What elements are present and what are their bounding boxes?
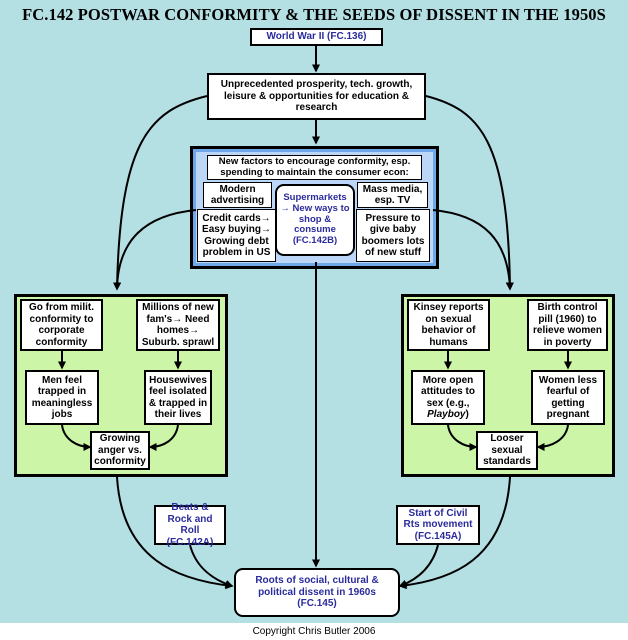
modern-advertising-node: Modern advertising: [203, 182, 272, 208]
roots-dissent-node[interactable]: Roots of social, cultural & political di…: [234, 568, 400, 617]
housewives-node: Housewives feel isolated & trapped in th…: [144, 370, 212, 425]
pressure-node: Pressure to give baby boomers lots of ne…: [356, 209, 430, 262]
arrow-factors-to-right-panel: [432, 209, 514, 291]
arrow-housewives-to-anger: [148, 424, 179, 451]
mass-media-node: Mass media, esp. TV: [357, 182, 428, 208]
arrow-left-panel-to-roots: [116, 476, 234, 590]
kinsey-node: Kinsey reports on sexual behavior of hum…: [407, 299, 490, 351]
looser-standards-node: Looser sexual standards: [476, 431, 538, 470]
open-attitudes-node: More open attitudes to sex (e.g., Playbo…: [411, 370, 485, 425]
connector-arrows: [58, 46, 572, 590]
open-attitudes-text: More open attitudes to sex (e.g.,: [421, 374, 475, 409]
arrow-beats-to-roots: [189, 544, 234, 588]
copyright-notice: Copyright Chris Butler 2006: [252, 626, 376, 637]
birth-control-node: Birth control pill (1960) to relieve wom…: [527, 299, 608, 351]
men-trapped-node: Men feel trapped in meaningless jobs: [25, 370, 99, 425]
ww2-node[interactable]: World War II (FC.136): [250, 28, 383, 46]
arrow-factors-to-left-panel: [113, 209, 197, 291]
military-conformity-node: Go from milit. conformity to corporate c…: [20, 299, 103, 351]
beats-node[interactable]: Beats & Rock and Roll (FC.142A): [154, 502, 226, 548]
open-attitudes-close: ): [465, 409, 469, 420]
new-families-node: Millions of new fam's→ Need homes→ Subur…: [136, 299, 220, 351]
arrow-prosperity-to-left-panel: [113, 95, 208, 291]
arrow-right-panel-to-roots: [398, 476, 511, 590]
civil-rights-node[interactable]: Start of Civil Rts movement (FC.145A): [396, 505, 480, 545]
growing-anger-node: Growing anger vs. conformity: [90, 431, 150, 470]
arrow-men-to-anger: [61, 424, 92, 451]
arrow-open-to-looser: [447, 424, 478, 451]
arrow-civil-rights-to-roots: [398, 544, 439, 588]
supermarkets-node[interactable]: Supermarkets → New ways to shop & consum…: [275, 184, 355, 256]
prosperity-node: Unprecedented prosperity, tech. growth, …: [207, 73, 426, 120]
credit-cards-node: Credit cards→ Easy buying→ Growing debt …: [197, 209, 276, 262]
new-factors-node: New factors to encourage conformity, esp…: [207, 155, 422, 180]
playboy-text: Playboy: [427, 409, 466, 420]
diagram-title: FC.142 POSTWAR CONFORMITY & THE SEEDS OF…: [22, 5, 606, 24]
women-fearful-node: Women less fearful of getting pregnant: [531, 370, 605, 425]
arrow-women-to-looser: [536, 424, 569, 451]
arrow-prosperity-to-right-panel: [425, 95, 514, 291]
